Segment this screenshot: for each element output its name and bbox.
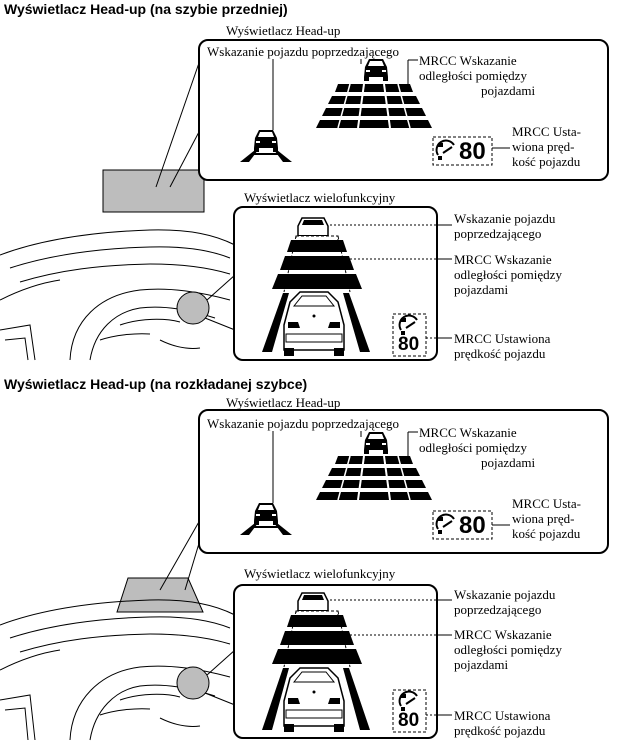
s2-mid-vehicle-line2: poprzedzającego	[454, 602, 542, 617]
s2-mid-vehicle-line1: Wskazanie pojazdu	[454, 587, 556, 602]
s2-mid-speed-line2: prędkość pojazdu	[454, 723, 546, 738]
s1-hud-title: Wyświetlacz Head-up	[226, 23, 341, 38]
s1-mid-distance-line3: pojazdami	[454, 282, 509, 297]
s2-hud-vehicle-label: Wskazanie pojazdu poprzedzającego	[207, 416, 400, 431]
s2-hud-speed-line3: kość pojazdu	[512, 526, 581, 541]
s2-hud-distance-line2: odległości pomiędzy	[419, 440, 527, 455]
s2-mid-distance-line2: odległości pomiędzy	[454, 642, 562, 657]
s1-mid-speed-line1: MRCC Ustawiona	[454, 331, 551, 346]
s2-hud-distance-label: MRCC Wskazanie odległości pomiędzy pojaz…	[419, 425, 599, 470]
s1-hud-distance-line2: odległości pomiędzy	[419, 68, 527, 83]
s1-hud-distance-label: MRCC Wskazanie odległości pomiędzy pojaz…	[419, 53, 599, 98]
s2-hud-speed-line2: wiona pręd-	[512, 511, 575, 526]
s1-hud-vehicle-label: Wskazanie pojazdu poprzedzającego	[207, 44, 400, 59]
section1-title: Wyświetlacz Head-up (na szybie przedniej…	[4, 1, 288, 17]
s1-mid-vehicle-label: Wskazanie pojazdu poprzedzającego	[454, 211, 614, 241]
s1-hud-speed-value: 80	[459, 138, 486, 165]
s1-mid-vehicle-line2: poprzedzającego	[454, 226, 542, 241]
s2-mid-vehicle-label: Wskazanie pojazdu poprzedzającego	[454, 587, 614, 617]
s1-mid-title: Wyświetlacz wielofunkcyjny	[244, 190, 396, 205]
s2-mid-title: Wyświetlacz wielofunkcyjny	[244, 566, 396, 581]
s2-hud-distance-line1: MRCC Wskazanie	[419, 425, 517, 440]
s1-mid-speed-label: MRCC Ustawiona prędkość pojazdu	[454, 331, 614, 361]
s2-hud-distance-line3: pojazdami	[481, 455, 536, 470]
s2-mid-distance-line3: pojazdami	[454, 657, 509, 672]
s1-mid-distance-line2: odległości pomiędzy	[454, 267, 562, 282]
s2-mid-speed-value: 80	[398, 710, 420, 731]
s1-hud-speed-line1: MRCC Usta-	[512, 124, 581, 139]
s1-hud-speed-line3: kość pojazdu	[512, 154, 581, 169]
s1-hud-distance-line1: MRCC Wskazanie	[419, 53, 517, 68]
s2-mid-distance-line1: MRCC Wskazanie	[454, 627, 552, 642]
section2-title: Wyświetlacz Head-up (na rozkładanej szyb…	[4, 376, 308, 392]
s2-hud-speed-value: 80	[459, 512, 486, 539]
s2-hud-speed-label: MRCC Usta- wiona pręd- kość pojazdu	[512, 496, 602, 541]
s1-mid-distance-label: MRCC Wskazanie odległości pomiędzy pojaz…	[454, 252, 614, 297]
s2-mid-speed-label: MRCC Ustawiona prędkość pojazdu	[454, 708, 614, 738]
s1-mid-speed-value: 80	[398, 334, 420, 355]
s1-mid-vehicle-line1: Wskazanie pojazdu	[454, 211, 556, 226]
s1-mid-distance-line1: MRCC Wskazanie	[454, 252, 552, 267]
s1-mid-speed-line2: prędkość pojazdu	[454, 346, 546, 361]
s2-mid-speed-line1: MRCC Ustawiona	[454, 708, 551, 723]
s2-hud-title: Wyświetlacz Head-up	[226, 395, 341, 410]
s1-hud-distance-line3: pojazdami	[481, 83, 536, 98]
s1-hud-speed-line2: wiona pręd-	[512, 139, 575, 154]
s2-mid-distance-label: MRCC Wskazanie odległości pomiędzy pojaz…	[454, 627, 614, 672]
s1-hud-speed-label: MRCC Usta- wiona pręd- kość pojazdu	[512, 124, 602, 169]
s2-hud-speed-line1: MRCC Usta-	[512, 496, 581, 511]
